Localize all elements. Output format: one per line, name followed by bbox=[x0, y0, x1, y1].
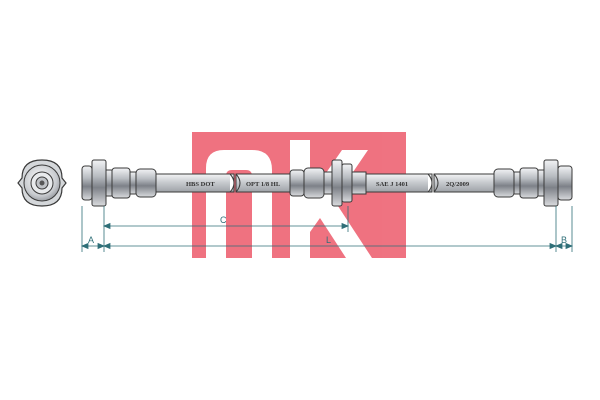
nk-logo: nk bbox=[192, 132, 406, 258]
dimension-label-b: B bbox=[561, 235, 567, 245]
right-fitting bbox=[493, 159, 573, 207]
hose-marking-hbs-dot: HBS DOT bbox=[186, 181, 215, 188]
dimension-label-l: L bbox=[326, 235, 331, 245]
middle-fitting bbox=[289, 159, 367, 207]
hose-marking-opt: OPT 1/8 HL bbox=[246, 181, 281, 188]
dimension-label-a: A bbox=[88, 235, 94, 245]
left-fitting bbox=[81, 159, 157, 207]
fitting-end-view bbox=[17, 159, 67, 207]
hose-marking-sae: SAE J 1401 bbox=[376, 181, 408, 188]
dimension-label-c: C bbox=[220, 215, 227, 225]
dimension-lines bbox=[80, 206, 574, 252]
hose-marking-date: 2Q/2009 bbox=[446, 181, 470, 188]
